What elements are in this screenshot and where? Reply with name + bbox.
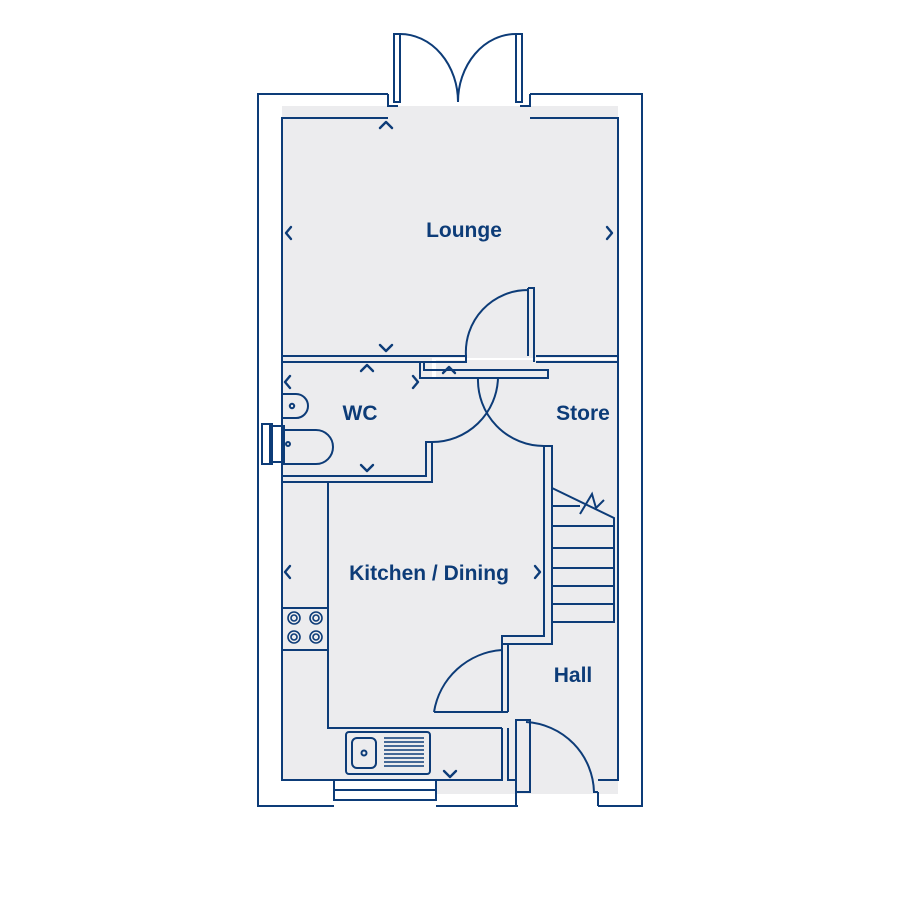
hob-ring-2 bbox=[309, 611, 323, 625]
chevron-icon bbox=[283, 564, 292, 580]
lounge-door bbox=[464, 287, 535, 362]
chevron-icon bbox=[378, 343, 394, 353]
toilet-icon bbox=[261, 423, 334, 465]
lounge-partition bbox=[282, 355, 618, 363]
chevron-icon bbox=[283, 374, 292, 390]
patio-doors bbox=[393, 33, 523, 103]
sink-icon bbox=[345, 731, 431, 775]
patio-jambs bbox=[387, 94, 531, 107]
stairs-icon bbox=[551, 487, 615, 623]
sink-drainer bbox=[384, 737, 424, 767]
sink-outline bbox=[345, 731, 431, 775]
chevron-icon bbox=[378, 120, 394, 130]
hob-ring-4 bbox=[309, 630, 323, 644]
stair-treads bbox=[551, 487, 615, 623]
toilet-bowl bbox=[283, 429, 334, 465]
chevron-icon bbox=[411, 374, 420, 390]
outer-wall-outside bbox=[257, 93, 643, 807]
hob-ring-1 bbox=[287, 611, 301, 625]
front-door bbox=[525, 721, 598, 793]
patio-door-right-swing bbox=[457, 33, 517, 103]
chevron-icon bbox=[442, 769, 458, 779]
hob-ring-1-inner bbox=[290, 614, 298, 622]
patio-door-left-swing bbox=[399, 33, 459, 103]
room-label-lounge: Lounge bbox=[426, 219, 502, 242]
wc-door bbox=[431, 377, 499, 443]
chevron-icon bbox=[605, 225, 614, 241]
basin-tap bbox=[288, 402, 296, 410]
room-labels: Lounge WC Store Kitchen / Dining Hall bbox=[343, 219, 610, 687]
kitchen-window bbox=[333, 780, 437, 801]
wc-top-wall bbox=[419, 362, 549, 379]
hob-ring-3 bbox=[287, 630, 301, 644]
room-label-wc: WC bbox=[343, 402, 378, 425]
hall-door bbox=[433, 649, 508, 713]
hob-ring-4-inner bbox=[312, 633, 320, 641]
room-label-kitchen: Kitchen / Dining bbox=[349, 562, 509, 585]
chevron-icon bbox=[441, 365, 457, 375]
outer-wall-inside bbox=[281, 117, 619, 781]
hob-ring-3-inner bbox=[290, 633, 298, 641]
store-door bbox=[476, 377, 545, 447]
hob-icon bbox=[287, 611, 323, 644]
dimension-markers bbox=[283, 120, 614, 779]
chevron-icon bbox=[359, 463, 375, 473]
room-label-hall: Hall bbox=[554, 664, 593, 687]
room-label-store: Store bbox=[556, 402, 610, 425]
toilet-flush bbox=[285, 441, 291, 447]
basin-outline bbox=[281, 393, 309, 419]
chevron-icon bbox=[284, 225, 293, 241]
patio-door-right-leaf bbox=[515, 33, 523, 103]
toilet-cistern bbox=[261, 423, 273, 465]
wc-right-wall bbox=[282, 441, 433, 483]
sink-bowl bbox=[351, 737, 377, 769]
sink-plug bbox=[360, 749, 368, 757]
kitchen-counter bbox=[282, 482, 502, 729]
front-door-jambs bbox=[515, 719, 599, 806]
hall-bottom-walls bbox=[501, 644, 509, 712]
patio-door-left-leaf bbox=[393, 33, 401, 103]
chevron-icon bbox=[533, 564, 542, 580]
lounge-floor bbox=[282, 106, 618, 358]
hob-ring-2-inner bbox=[312, 614, 320, 622]
basin-icon bbox=[281, 393, 309, 419]
chevron-icon bbox=[359, 363, 375, 373]
walls bbox=[257, 93, 643, 807]
